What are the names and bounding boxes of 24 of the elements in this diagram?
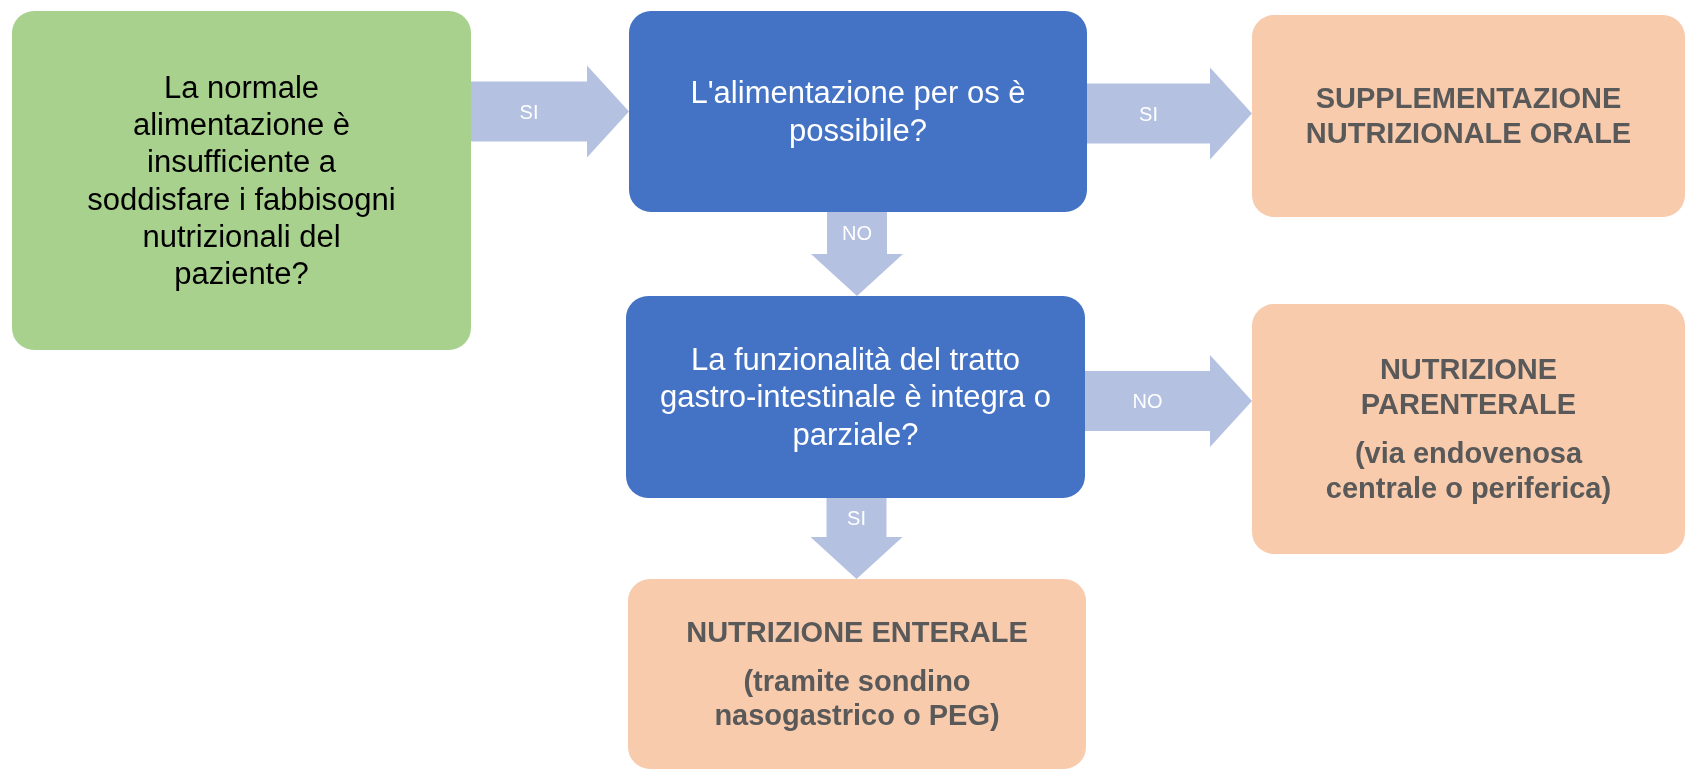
start-box [12,11,471,350]
outcome-box [1252,304,1685,554]
node-text: (tramite sondino nasogastrico o PEG) [713,663,1001,734]
node-text: La normale alimentazione è insufficiente a soddisfare i fabbisogni nutrizionali del paziente? [86,68,397,293]
edge-label: SI [847,506,866,529]
node-text: SUPPLEMENTAZIONE NUTRIZIONALE ORALE [1304,81,1633,151]
outcome-box [1252,15,1685,217]
node-text: La funzionalità del tratto gastro-intestinale è integra o parziale? [658,341,1053,453]
block-arrow [811,212,903,296]
edge-label: SI [1139,102,1158,125]
node-text: NUTRIZIONE PARENTERALE [1359,352,1578,422]
edge-label: NO [842,221,872,245]
block-arrow [1085,355,1252,447]
question-box [629,11,1087,212]
edge-label: SI [519,100,539,123]
block-arrow [810,498,903,579]
node-text: L'alimentazione per os è possibile? [689,74,1027,149]
edge-label: NO [1132,389,1163,413]
node-text: (via endovenosa centrale o periferica) [1324,436,1613,506]
node-text: NUTRIZIONE ENTERALE [686,614,1028,650]
question-box [626,296,1085,498]
outcome-box [628,579,1086,769]
block-arrow [1087,67,1252,160]
block-arrow [471,65,629,158]
